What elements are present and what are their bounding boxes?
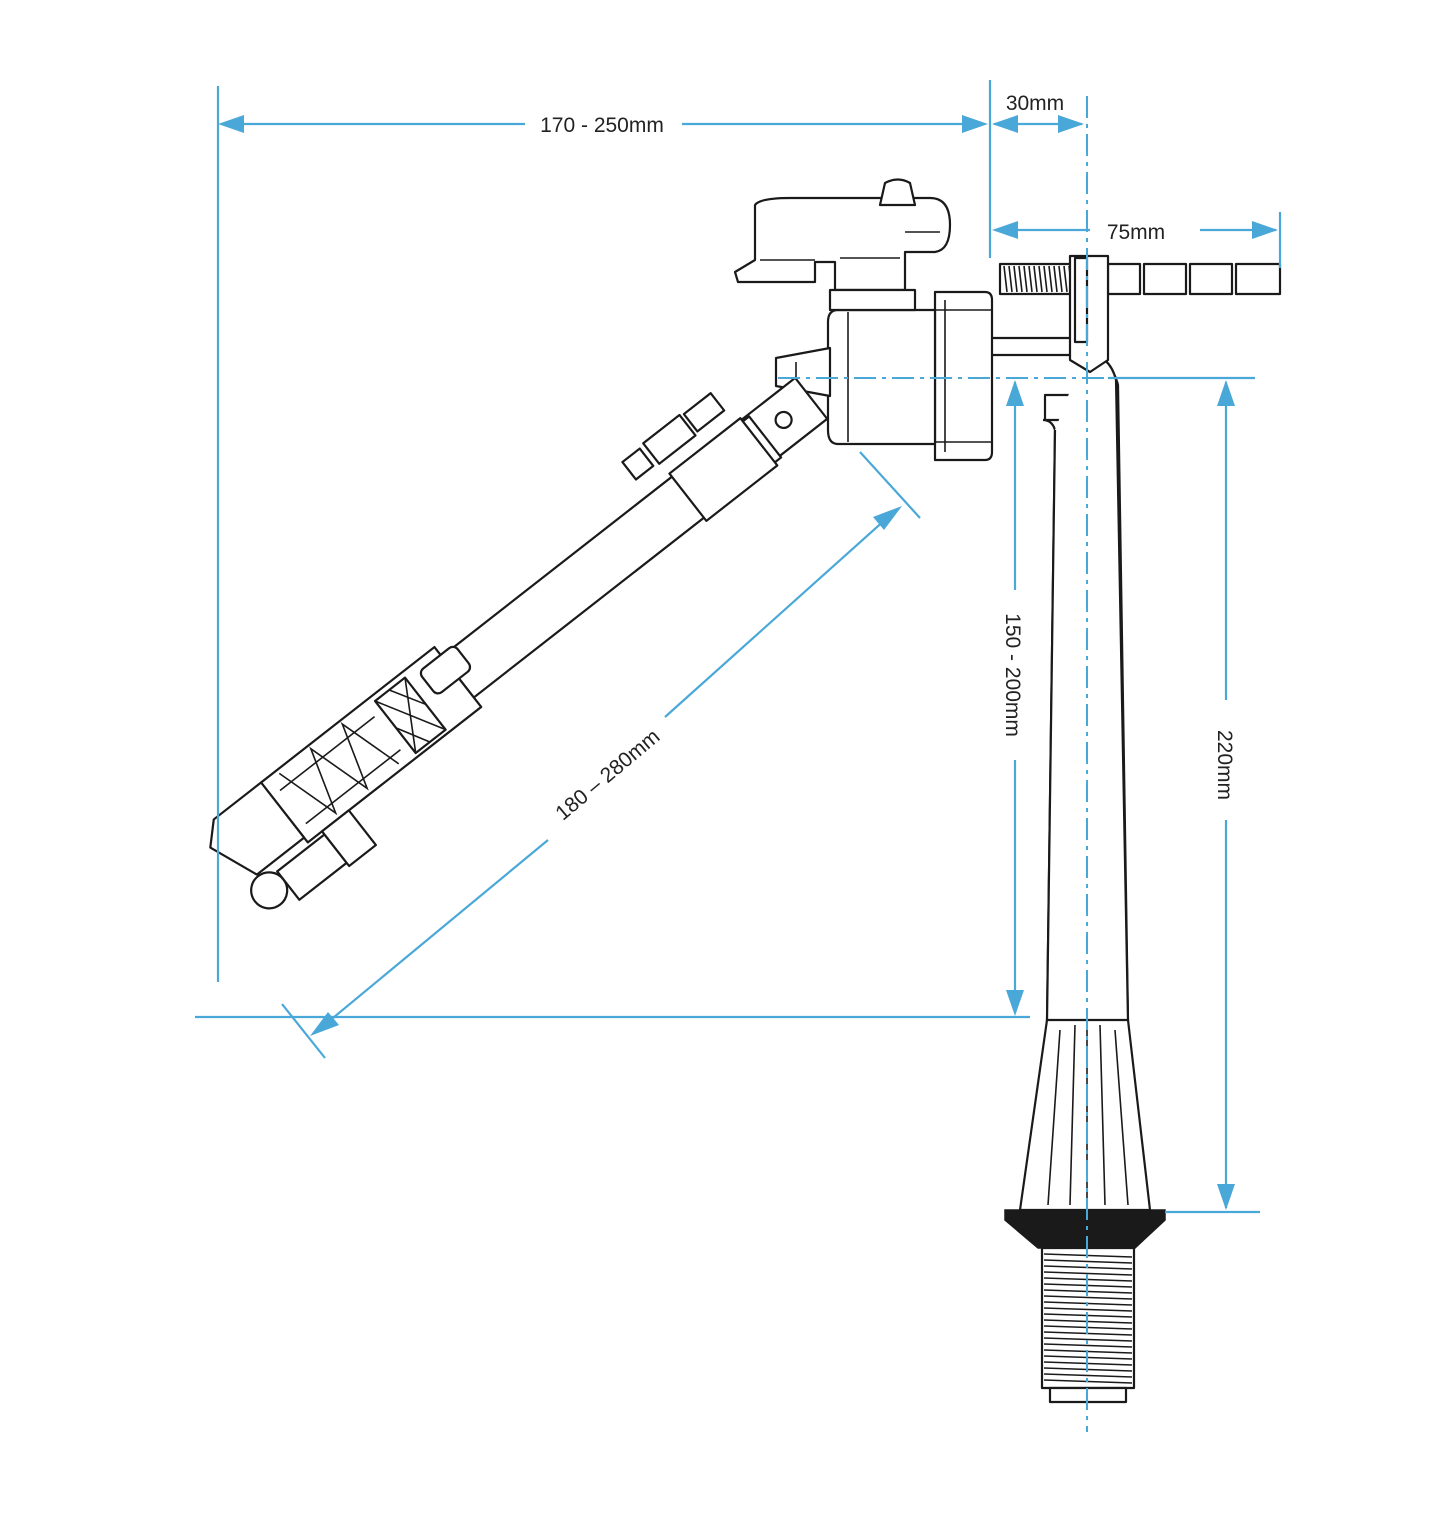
total-height-label: 220mm	[1213, 730, 1236, 800]
dimension-lines	[195, 80, 1282, 1432]
offset-label: 30mm	[1006, 92, 1064, 115]
valve-body	[733, 178, 994, 462]
float-arm	[209, 376, 829, 910]
width-range-label: 170 - 250mm	[540, 114, 664, 137]
top-shank	[988, 254, 1282, 374]
diagonal-range-label: 180 – 280mm	[551, 725, 664, 825]
height-range-label: 150 - 200mm	[1001, 613, 1024, 737]
vertical-riser	[1004, 350, 1166, 1404]
shank-length-label: 75mm	[1107, 221, 1165, 244]
